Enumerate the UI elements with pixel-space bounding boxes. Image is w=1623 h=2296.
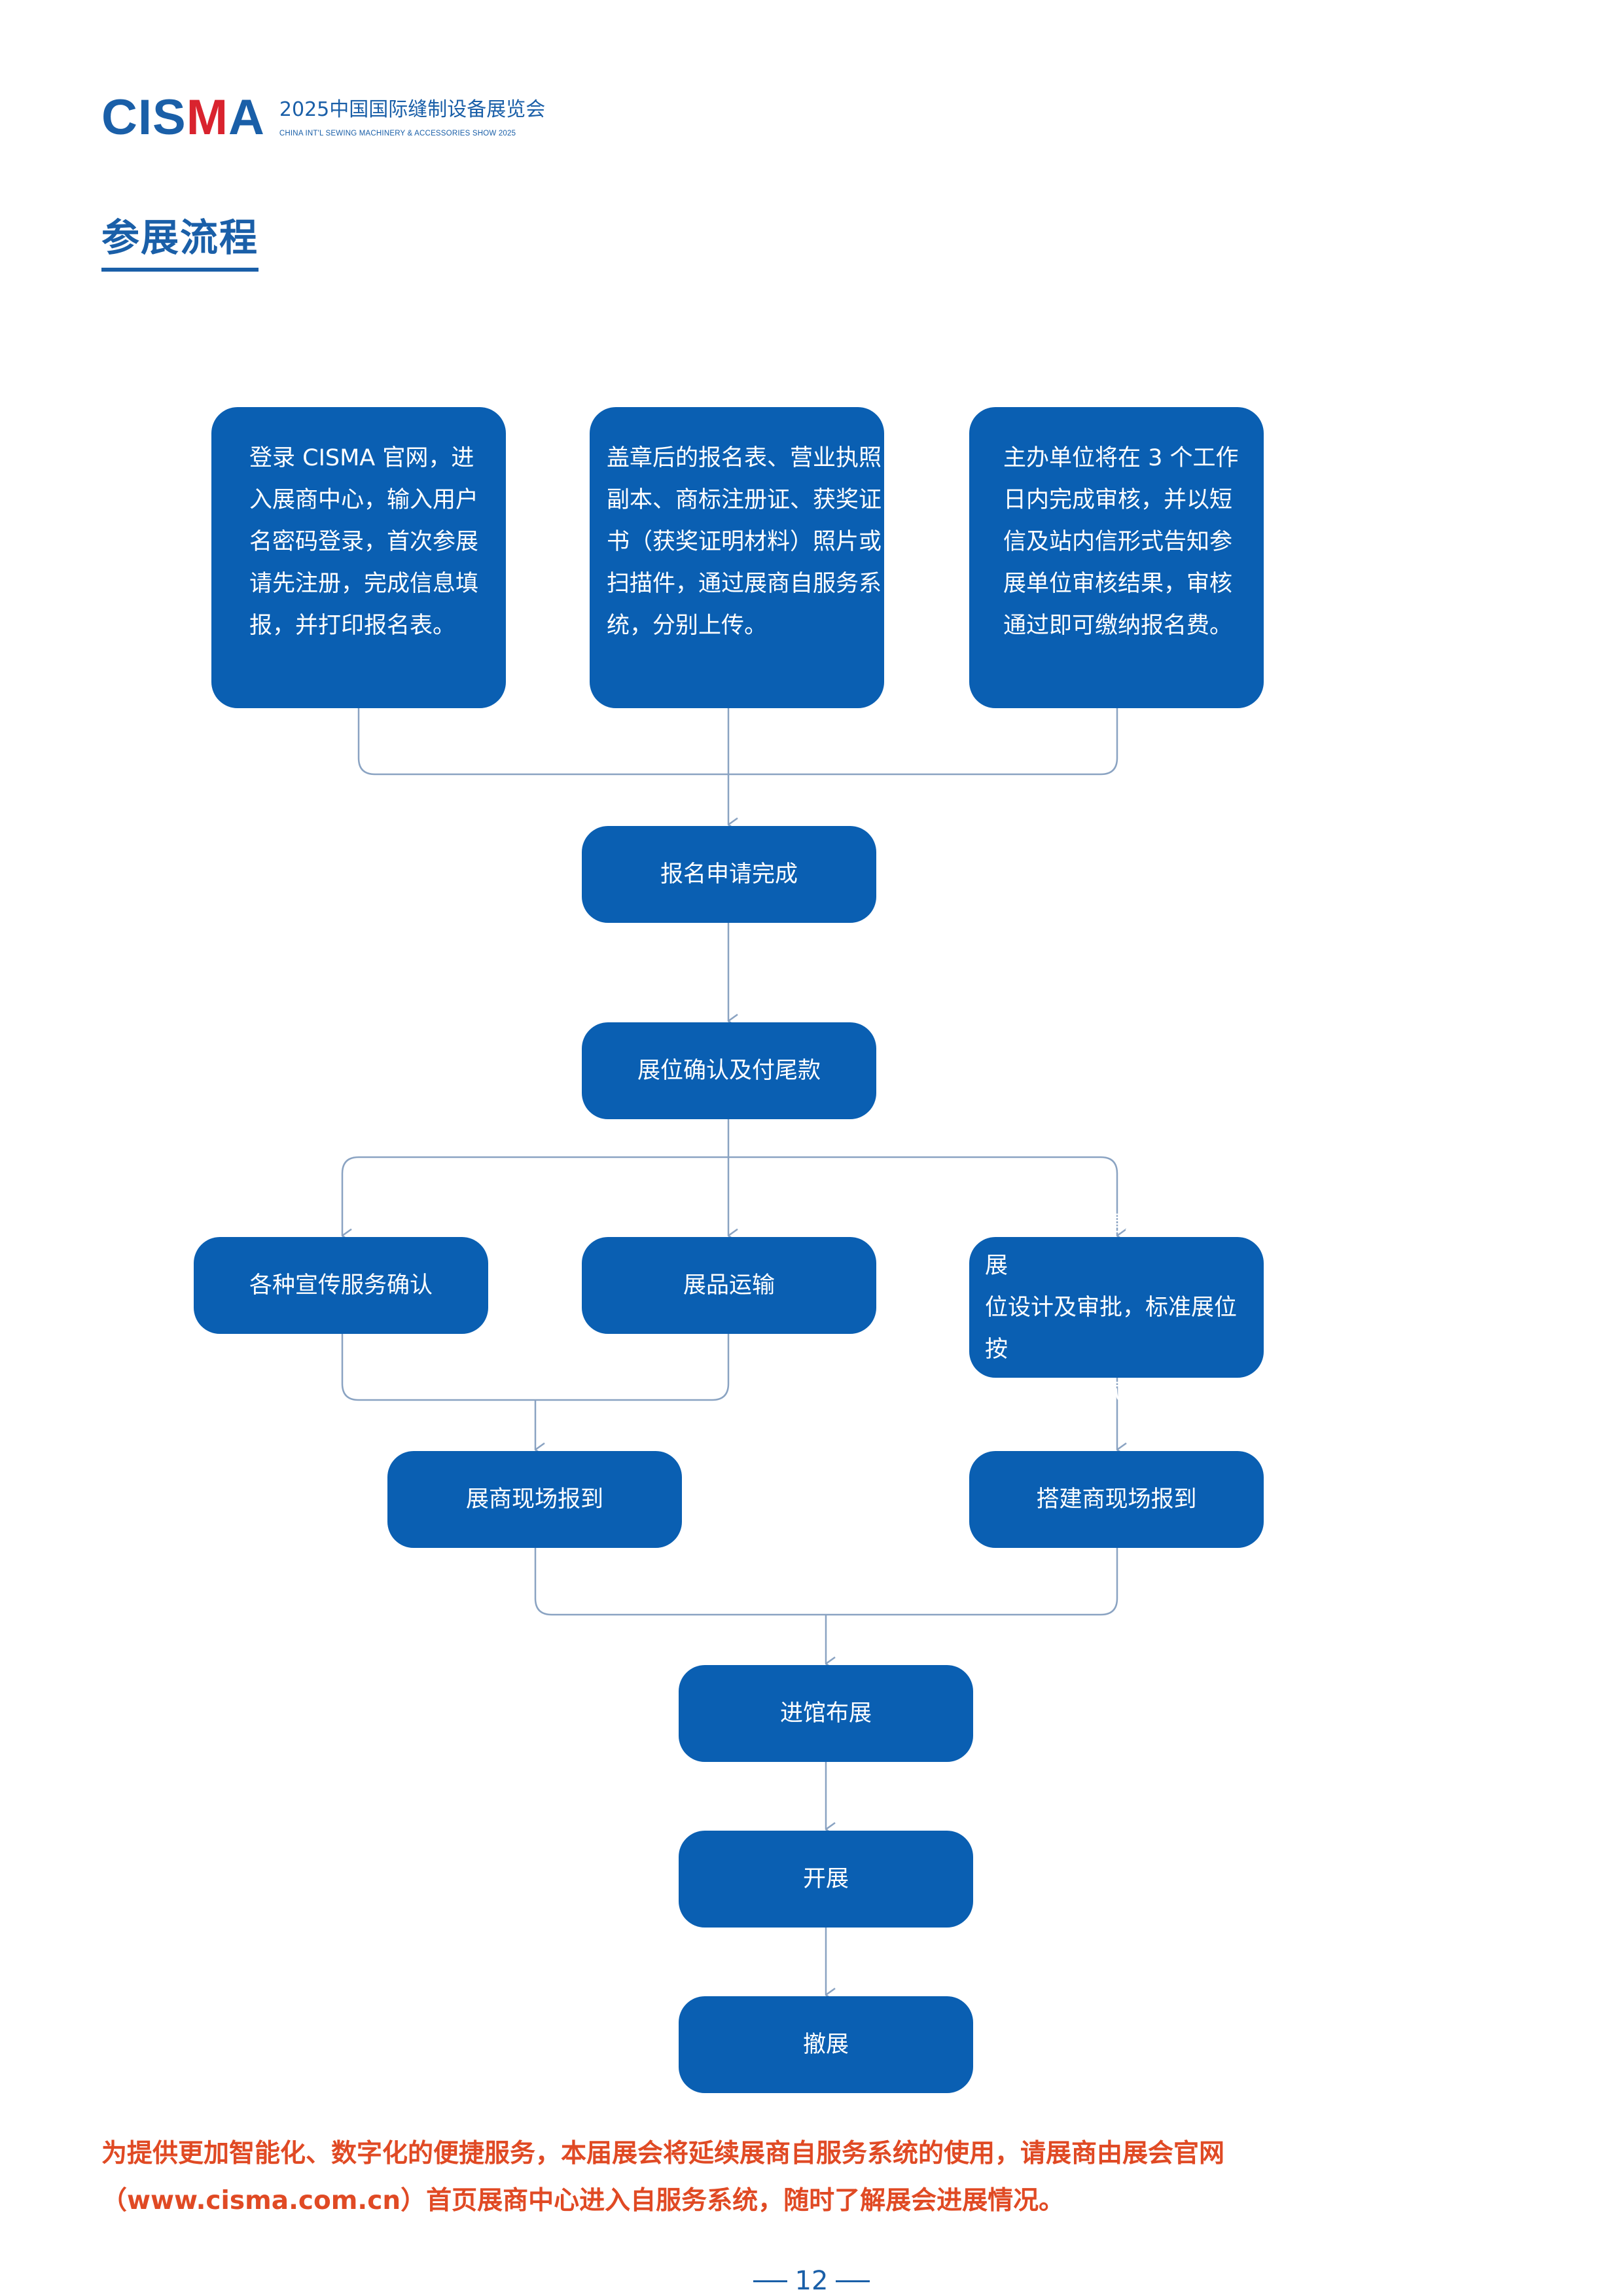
step-text-line: 副本、商标注册证、获奖证 — [607, 487, 882, 513]
step-text-line: 展单位审核结果，审核 — [1003, 571, 1233, 597]
page-number-dash-left — [753, 2280, 787, 2282]
step-text-line: 报，并打印报名表。 — [249, 613, 456, 639]
page-number: 12 — [713, 2266, 910, 2296]
step-text-line: 统，分别上传。 — [607, 613, 768, 639]
step-text-line: 主办单位将在 3 个工作 — [1003, 445, 1239, 471]
self-service-notice: 为提供更加智能化、数字化的便捷服务，本届展会将延续展商自服务系统的使用，请展商由… — [101, 2139, 1225, 2215]
step-text-line: 日内完成审核，并以短 — [1003, 487, 1233, 513]
connector-review — [728, 708, 1118, 776]
step-show-open: 开展 — [679, 1831, 973, 1928]
connector-builder-checkin — [826, 1548, 1118, 1616]
step-move-out: 撤展 — [679, 1996, 973, 2093]
logo-letters: CISMA — [101, 90, 265, 145]
connector-login — [357, 708, 728, 776]
exhibition-title-en: CHINA INT'L SEWING MACHINERY & ACCESSORI… — [279, 130, 516, 137]
connector-booth-to-promo — [341, 1156, 728, 1236]
cisma-logo: CISMA 2025中国国际缝制设备展览会 CHINA INT'L SEWING… — [101, 92, 545, 144]
step-text-line: 光地展位搭建公司备案、展 — [985, 1210, 1238, 1279]
step-text-line: 信及站内信形式告知参 — [1003, 529, 1233, 555]
step-text-line: 扫描件，通过展商自服务系 — [607, 571, 882, 597]
step-text-line: 名密码登录，首次参展 — [249, 529, 479, 555]
step-exhibit-transport: 展品运输 — [582, 1237, 876, 1334]
step-text-line: 登录 CISMA 官网，进 — [249, 445, 474, 471]
connector-exhibitor-checkin — [534, 1548, 826, 1616]
connector-booth-to-raw-space — [728, 1156, 1117, 1236]
connector-promo — [341, 1334, 535, 1401]
page-number-text: 12 — [794, 2266, 829, 2296]
step-application-complete: 报名申请完成 — [582, 826, 876, 923]
step-text-line: 书（获奖证明材料）照片或 — [607, 529, 882, 555]
step-text-line: 入展商中心，输入用户 — [249, 487, 479, 513]
step-builder-onsite-checkin: 搭建商现场报到 — [969, 1451, 1264, 1548]
step-exhibitor-onsite-checkin: 展商现场报到 — [387, 1451, 682, 1548]
logo-text: 2025中国国际缝制设备展览会 CHINA INT'L SEWING MACHI… — [279, 92, 545, 139]
step-text-line: 需申请水电气。 — [985, 1378, 1146, 1405]
page-number-dash-right — [836, 2280, 870, 2282]
step-text-line: 通过即可缴纳报名费。 — [1003, 613, 1233, 639]
step-text-line: 位设计及审批，标准展位按 — [985, 1294, 1238, 1363]
connector-transport — [535, 1334, 730, 1401]
step-booth-confirm-payment: 展位确认及付尾款 — [582, 1022, 876, 1119]
step-upload-documents: 盖章后的报名表、营业执照 副本、商标注册证、获奖证 书（获奖证明材料）照片或 扫… — [590, 407, 884, 708]
step-promotion-confirm: 各种宣传服务确认 — [194, 1237, 488, 1334]
step-text-line: 盖章后的报名表、营业执照 — [607, 445, 882, 471]
step-move-in: 进馆布展 — [679, 1665, 973, 1762]
page-title: 参展流程 — [101, 213, 259, 272]
step-organizer-review: 主办单位将在 3 个工作 日内完成审核，并以短 信及站内信形式告知参 展单位审核… — [969, 407, 1264, 708]
step-text-line: 请先注册，完成信息填 — [249, 571, 479, 597]
step-raw-space-booth: 光地展位搭建公司备案、展 位设计及审批，标准展位按 需申请水电气。 — [969, 1211, 1264, 1405]
cisma-logo-mark: CISMA — [101, 92, 265, 144]
step-login-register: 登录 CISMA 官网，进 入展商中心，输入用户 名密码登录，首次参展 请先注册… — [211, 407, 506, 708]
exhibition-title-cn: 2025中国国际缝制设备展览会 — [279, 98, 546, 121]
